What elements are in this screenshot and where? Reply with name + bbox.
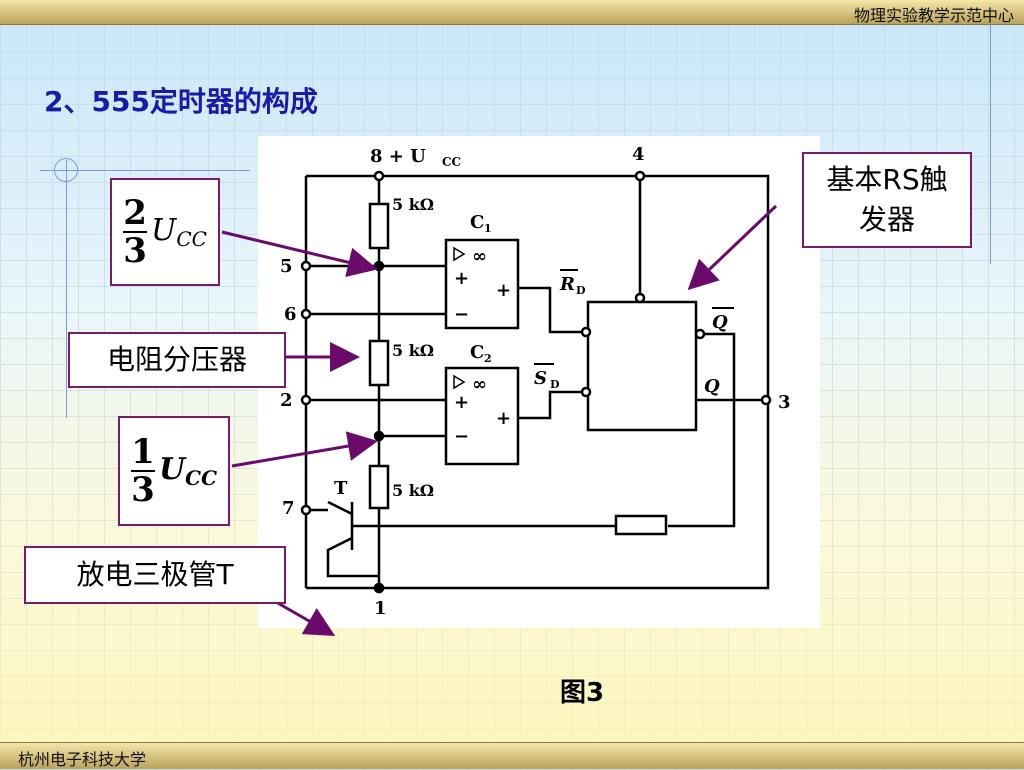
decor-horizontal-line <box>40 170 250 171</box>
label-c1-minus-in: − <box>454 304 469 325</box>
header-bar: 物理实验教学示范中心 <box>0 0 1024 25</box>
upper-denominator: 3 <box>123 231 147 271</box>
rs-flipflop-line1: 基本RS触 <box>826 163 948 196</box>
label-supply: 8 + U <box>370 146 426 167</box>
label-c1-inf: ∞ <box>472 246 487 267</box>
label-rd-sub: D <box>576 284 586 297</box>
label-pin3: 3 <box>778 392 791 413</box>
decor-vertical-line <box>66 160 67 418</box>
arrow-transistor <box>275 600 336 636</box>
lower-denominator: 3 <box>131 470 155 510</box>
label-r1: 5 kΩ <box>392 195 434 214</box>
label-c1-plus-out: + <box>496 280 511 301</box>
resistor-r3 <box>368 464 390 510</box>
label-pin1: 1 <box>374 598 387 619</box>
resistor-r2 <box>368 339 390 387</box>
lower-symbol: U <box>158 452 186 487</box>
label-c2: C <box>470 342 484 363</box>
transistor-label: 放电三极管T <box>76 558 234 591</box>
resistor-r1 <box>368 202 390 250</box>
label-transistor-t: T <box>334 478 348 499</box>
upper-symbol: U <box>151 213 177 248</box>
label-supply-sub: CC <box>442 155 461 169</box>
slide-title: 2、555定时器的构成 <box>44 85 318 118</box>
circuit-diagram: 8 + U CC 4 5 6 2 7 1 3 5 kΩ 5 kΩ 5 kΩ C … <box>258 136 820 628</box>
decor-right-line <box>990 24 991 264</box>
lower-numerator: 1 <box>131 432 155 472</box>
comparator-c2 <box>444 366 520 466</box>
callout-divider: 电阻分压器 <box>68 332 286 388</box>
label-sd: S <box>534 368 547 389</box>
upper-subscript: CC <box>176 227 207 251</box>
figure-caption: 图3 <box>560 678 605 708</box>
label-q: Q <box>704 376 720 397</box>
comparator-c1 <box>444 238 520 330</box>
callout-upper-fraction: 2 3 UCC <box>110 178 220 286</box>
footer-school-text: 杭州电子科技大学 <box>18 750 147 769</box>
label-c2-inf: ∞ <box>472 374 487 395</box>
header-org-text: 物理实验教学示范中心 <box>853 6 1014 25</box>
label-c2-plus-out: + <box>496 408 511 429</box>
label-pin5: 5 <box>280 256 293 277</box>
label-pin6: 6 <box>284 304 297 325</box>
footer-bar: 杭州电子科技大学 <box>0 742 1024 769</box>
upper-numerator: 2 <box>123 193 147 233</box>
callout-rs-flipflop: 基本RS触 发器 <box>802 152 972 248</box>
arrow-rs-flipflop <box>687 204 778 291</box>
label-r3: 5 kΩ <box>392 481 434 500</box>
label-pin2: 2 <box>280 390 293 411</box>
wire-top-rail <box>306 174 770 590</box>
label-sd-sub: D <box>550 378 560 391</box>
label-rd: R <box>559 274 575 295</box>
label-q-bar: Q <box>712 312 728 333</box>
label-pin7: 7 <box>282 498 295 519</box>
label-c1-plus-in: + <box>454 268 469 289</box>
transistor-t <box>314 500 379 578</box>
divider-label: 电阻分压器 <box>106 343 247 376</box>
label-c2-minus-in: − <box>454 426 469 447</box>
label-r2: 5 kΩ <box>392 341 434 360</box>
callout-transistor: 放电三极管T <box>24 546 286 604</box>
lower-subscript: CC <box>185 466 217 490</box>
label-c2-sub: 2 <box>484 352 492 365</box>
label-c1-sub: 1 <box>484 222 492 235</box>
decor-circle <box>54 158 78 182</box>
arrow-lower-fraction <box>231 431 378 468</box>
arrow-upper-fraction <box>221 230 378 277</box>
label-c1: C <box>470 212 484 233</box>
label-pin4: 4 <box>632 144 645 165</box>
callout-lower-fraction: 1 3 UCC <box>118 416 230 526</box>
label-c2-plus-in: + <box>454 392 469 413</box>
rs-flipflop-line2: 发器 <box>858 203 915 236</box>
